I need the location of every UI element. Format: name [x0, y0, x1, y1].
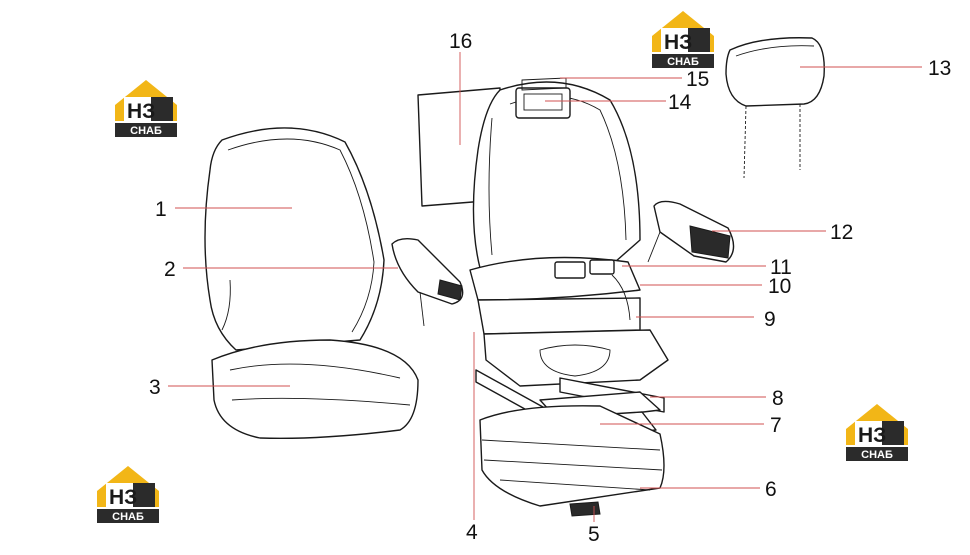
callout-numbers: 1 2 3 4 5 6 7 8 9 10 11 12 13 14 15 16 — [149, 30, 951, 546]
logo-bottom-left: НЗ СНАБ — [97, 466, 159, 523]
headrest — [725, 37, 825, 179]
logo-right: НЗ СНАБ — [846, 404, 908, 461]
callout-9: 9 — [764, 308, 776, 331]
seat-frame — [469, 77, 669, 387]
callout-5: 5 — [588, 523, 600, 546]
logo-left-upper-label: СНАБ — [130, 125, 162, 137]
logo-top-mark: НЗ — [664, 31, 692, 54]
logo-left-upper: НЗ СНАБ — [115, 80, 177, 137]
logo-bottom-left-mark: НЗ — [109, 486, 137, 509]
right-armrest — [647, 200, 735, 263]
callout-3: 3 — [149, 376, 161, 399]
callout-10: 10 — [768, 275, 791, 298]
part-14-bracket — [515, 87, 571, 119]
logo-top-label: СНАБ — [667, 56, 699, 68]
callout-8: 8 — [772, 387, 784, 410]
leader-lines — [168, 52, 922, 522]
logo-top: НЗ СНАБ — [652, 11, 714, 68]
callout-15: 15 — [686, 68, 709, 91]
seat-cushion — [211, 339, 419, 440]
callout-14: 14 — [668, 91, 692, 114]
callout-11: 11 — [770, 256, 792, 279]
suspension-base — [479, 405, 665, 517]
callout-6: 6 — [765, 478, 777, 501]
logo-left-upper-mark: НЗ — [127, 100, 155, 123]
logo-bottom-left-label: СНАБ — [112, 511, 144, 523]
callout-13: 13 — [928, 57, 951, 80]
callout-16: 16 — [449, 30, 472, 53]
left-armrest — [391, 237, 464, 327]
callout-7: 7 — [770, 414, 782, 437]
callout-12: 12 — [830, 221, 853, 244]
logo-right-label: СНАБ — [861, 449, 893, 461]
callout-1: 1 — [155, 198, 167, 221]
logo-right-mark: НЗ — [858, 424, 886, 447]
callout-2: 2 — [164, 258, 176, 281]
callout-4: 4 — [466, 521, 478, 544]
backrest-cushion — [204, 127, 385, 351]
